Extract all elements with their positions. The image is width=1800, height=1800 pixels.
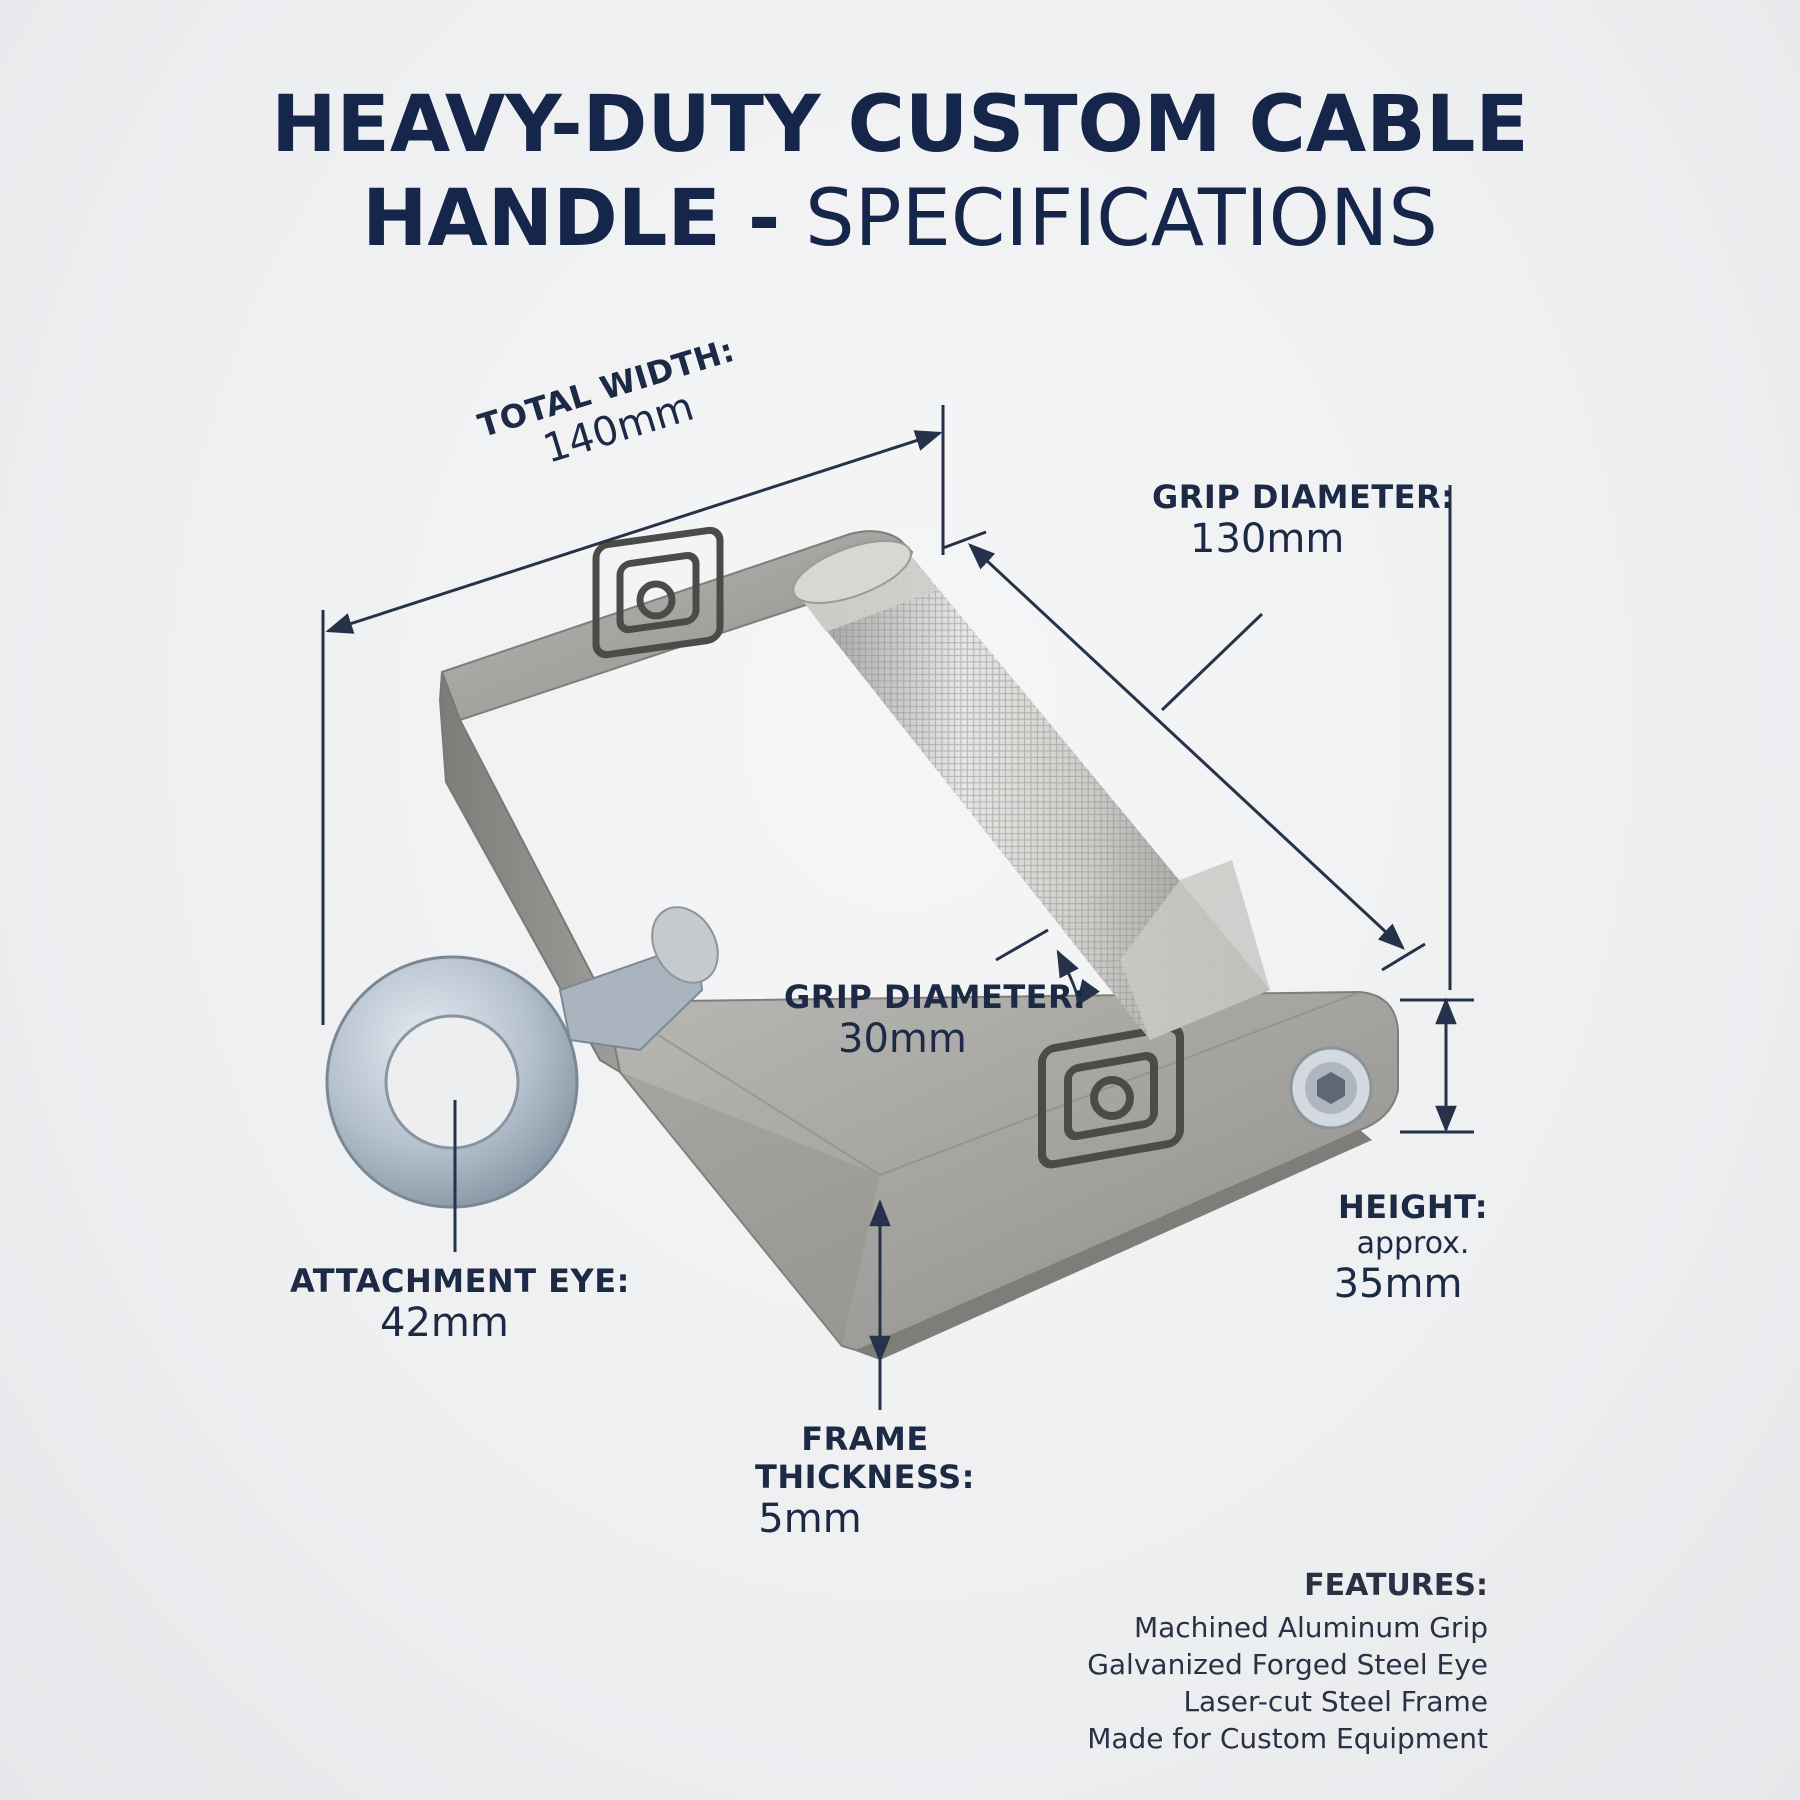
grip-length-label: GRIP DIAMETER: 130mm [1152,478,1454,562]
title-line-1: HEAVY-DUTY CUSTOM CABLE [271,80,1529,170]
title-line-2-normal: SPECIFICATIONS [805,174,1438,264]
height-note: approx. [1356,1226,1470,1261]
feature-item: Machined Aluminum Grip [1133,1611,1488,1644]
hex-bolt [1289,1046,1373,1130]
attachment-eye-name: ATTACHMENT EYE: [290,1262,630,1300]
feature-item: Galvanized Forged Steel Eye [1087,1648,1488,1681]
grip-diameter-name: GRIP DIAMETER: [784,978,1087,1016]
height-label: HEIGHT: approx. 35mm [1318,1188,1508,1307]
height-name: HEIGHT: [1338,1188,1488,1226]
feature-item: Made for Custom Equipment [1087,1722,1488,1755]
grip-diameter-dimension [1056,949,1100,1008]
title-line-2-bold: HANDLE - [362,174,781,264]
features-heading: FEATURES: [1304,1568,1488,1603]
grip-diameter-value: 30mm [838,1016,967,1062]
feature-item: Laser-cut Steel Frame [1183,1685,1488,1718]
grip-length-name: GRIP DIAMETER: [1152,478,1455,516]
frame-thickness-name: FRAME THICKNESS: [755,1420,975,1496]
attachment-eye-value: 42mm [380,1300,509,1346]
frame-thickness-value: 5mm [758,1496,862,1542]
grip-length-value: 130mm [1190,516,1345,562]
grip-diameter-label: GRIP DIAMETER: 30mm [784,978,1086,1062]
logo-cutout-bottom [1038,1023,1184,1169]
page-title: HEAVY-DUTY CUSTOM CABLE HANDLE - SPECIFI… [0,78,1800,266]
frame-thickness-label: FRAME THICKNESS: 5mm [690,1420,1040,1542]
attachment-eye-label: ATTACHMENT EYE: 42mm [290,1262,630,1346]
attachment-eye-bolt [325,906,719,1209]
height-value: 35mm [1333,1261,1463,1307]
features-list: FEATURES: Machined Aluminum Grip Galvani… [1087,1568,1488,1757]
grip-length-dimension [968,543,1405,950]
dimension-lines [321,405,1474,1410]
handle-frame [438,530,1399,1360]
total-width-dimension [325,430,943,634]
knurled-grip [792,540,1270,1040]
